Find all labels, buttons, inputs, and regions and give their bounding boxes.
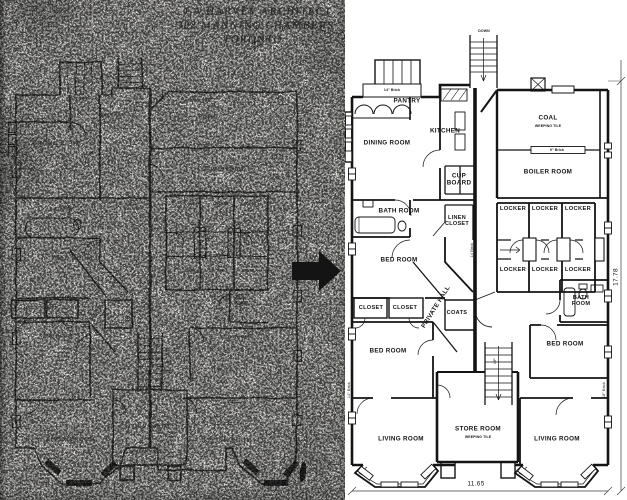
label-bath-room-right: BATH ROOM bbox=[571, 295, 591, 307]
label-store-room: STORE ROOM bbox=[455, 425, 501, 433]
label-boiler-room: BOILER ROOM bbox=[523, 168, 573, 176]
label-pantry: PANTRY bbox=[393, 97, 421, 105]
label-closet-2: CLOSET bbox=[392, 305, 418, 311]
label-locker-3: LOCKER bbox=[564, 206, 592, 212]
scanned-blueprint-panel: J.A.HARVEY ARCHITECT 302 MANNING CHAMBER… bbox=[0, 0, 347, 500]
scan-label-locker-5: LOCKER bbox=[209, 268, 225, 274]
title-architect: J.A.HARVEY ARCHITECT bbox=[183, 6, 333, 18]
scan-label-coats: COATS bbox=[122, 315, 136, 321]
label-locker-4: LOCKER bbox=[499, 267, 527, 273]
scan-label-bath-rm: BATH RM bbox=[49, 207, 75, 213]
label-locker-2: LOCKER bbox=[531, 206, 559, 212]
label-cup-board: CUP BOARD bbox=[446, 172, 472, 186]
scan-label-locker-6: LOCKER bbox=[239, 268, 255, 274]
label-living-room-left: LIVING ROOM bbox=[378, 435, 424, 443]
scan-label-bed-room-2: BED ROOM bbox=[220, 335, 250, 341]
scan-label-bed-room-1: BED ROOM bbox=[55, 256, 93, 262]
label-kitchen: KITCHEN bbox=[429, 127, 461, 135]
title-city: TORONTO bbox=[222, 34, 284, 46]
scan-label-closet-1: CLOSET bbox=[41, 305, 57, 311]
scan-label-boiler-room: BOILER ROOM bbox=[204, 167, 244, 173]
right-arrow-icon bbox=[292, 251, 341, 291]
label-brick-14in-box: 14" Brick bbox=[383, 88, 401, 92]
label-locker-5: LOCKER bbox=[531, 267, 559, 273]
title-address: 302 MANNING CHAMBERS bbox=[176, 20, 336, 32]
label-weeping-tile-coal: WEEPING TILE bbox=[534, 124, 562, 128]
scan-label-living-room-2: LIVING ROOM bbox=[203, 438, 253, 444]
label-linen-closet: LINEN CLOSET bbox=[444, 215, 470, 227]
scan-label-pantry: PANTRY bbox=[67, 97, 89, 103]
scan-label-locker-1: LOCKER bbox=[185, 201, 201, 207]
label-weeping-tile-store: WEEPING TILE bbox=[464, 435, 492, 439]
scan-label-linen-closet: LINEN CLOSET bbox=[125, 202, 140, 211]
scan-label-store-room: STORE ROOM bbox=[123, 424, 171, 430]
label-brick-18in-right: 18" Brick bbox=[602, 381, 606, 399]
label-locker-1: LOCKER bbox=[499, 206, 527, 212]
window-symbols bbox=[345, 111, 612, 429]
dimension-width: 11.65 bbox=[467, 480, 485, 488]
clean-plan-panel: DOWN 14" Brick PANTRY KITCHEN DINING ROO… bbox=[345, 0, 627, 500]
scan-label-locker-2: LOCKER bbox=[213, 201, 229, 207]
label-living-room-right: LIVING ROOM bbox=[534, 435, 580, 443]
scan-label-bed-room-3: BED ROOM bbox=[43, 334, 73, 340]
scan-label-weeping-tile: WEEPING TILE bbox=[183, 98, 211, 104]
label-coal: COAL bbox=[538, 114, 558, 122]
scan-label-closet-2: CLOSET bbox=[64, 305, 80, 311]
label-brick-14-party: 14 Brick bbox=[470, 242, 474, 258]
scan-label-living-room-1: LIVING ROOM bbox=[46, 437, 96, 443]
label-bed-room-left: BED ROOM bbox=[380, 256, 418, 264]
label-closet-1: CLOSET bbox=[358, 305, 384, 311]
scan-label-bath-room: BATH ROOM bbox=[235, 296, 247, 305]
scan-noise-overlay bbox=[0, 0, 347, 500]
label-bath-room-left: BATH ROOM bbox=[378, 207, 420, 215]
scan-label-locker-3: LOCKER bbox=[241, 201, 257, 207]
label-brick-9in: 9" Brick bbox=[549, 148, 565, 152]
scan-plan-drawing bbox=[0, 0, 347, 500]
scan-label-kitchen: KITCHEN bbox=[100, 113, 126, 119]
label-locker-6: LOCKER bbox=[564, 267, 592, 273]
scan-label-dining-room: DINING ROOM bbox=[32, 141, 82, 147]
transform-arrow bbox=[292, 250, 342, 292]
label-brick-14in-left: 14" Brick bbox=[347, 381, 351, 399]
clean-plan-drawing bbox=[345, 35, 626, 496]
label-dining-room: DINING ROOM bbox=[363, 139, 411, 147]
dimension-height: 17.78 bbox=[612, 268, 620, 286]
label-bed-room-right: BED ROOM bbox=[546, 340, 584, 348]
scan-label-weeping-tile-2: WEEPING TILE bbox=[130, 449, 158, 455]
label-up: UP bbox=[493, 358, 497, 364]
label-bed-room-lower: BED ROOM bbox=[369, 347, 407, 355]
scan-label-coal: COAL bbox=[198, 115, 218, 121]
label-down: DOWN bbox=[478, 29, 490, 33]
scan-label-locker-4: LOCKER bbox=[180, 268, 196, 274]
dimension-lines bbox=[347, 60, 626, 496]
clean-walls bbox=[345, 35, 612, 488]
label-coats: COATS bbox=[446, 310, 468, 316]
